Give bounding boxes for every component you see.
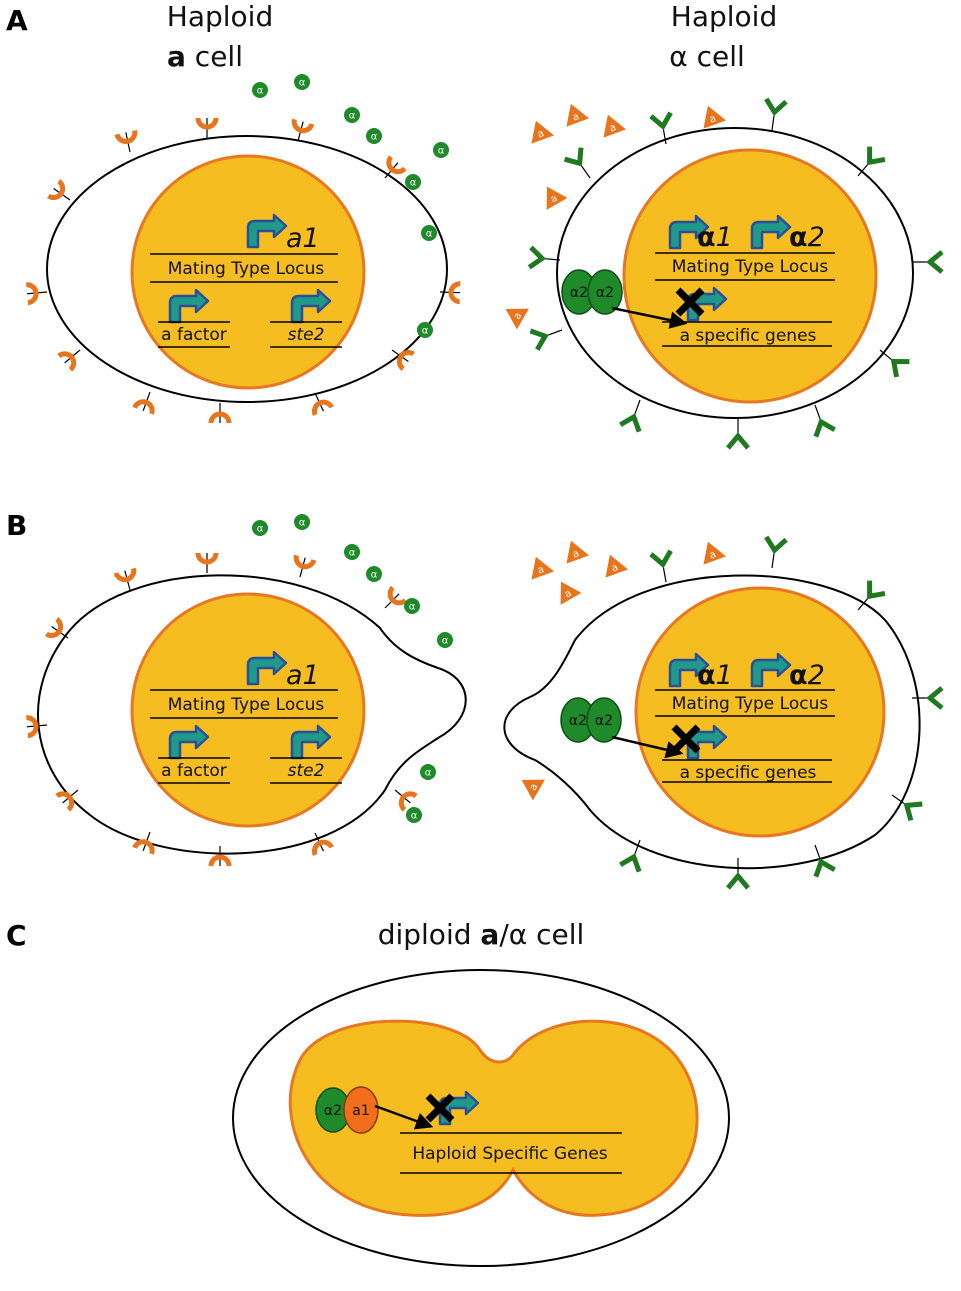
svg-text:α2: α2 — [596, 285, 614, 301]
nucleus — [622, 148, 878, 404]
svg-text:α: α — [257, 524, 264, 535]
alpha-cell-b: α1 α2 Mating Type Locus a specific genes… — [503, 537, 942, 888]
alpha-cell-title-line1: Haploid — [671, 0, 777, 33]
a-cell-a: a1 Mating Type Locus a factor ste2 — [26, 118, 460, 423]
gene-a-factor: a factor — [161, 761, 227, 781]
gene-a-factor: a factor — [161, 325, 227, 345]
panel-a: A Haploid a cell Haploid α cell — [6, 0, 942, 448]
svg-text:α2: α2 — [570, 285, 588, 301]
panel-letter-a: A — [6, 4, 28, 37]
svg-text:α: α — [257, 86, 264, 97]
mating-type-locus-label: Mating Type Locus — [672, 257, 829, 277]
svg-text:a: a — [608, 122, 618, 134]
a-cell-b: a1 Mating Type Locus a factor ste2 — [26, 553, 467, 866]
svg-text:a: a — [536, 564, 546, 576]
mating-type-locus-label: Mating Type Locus — [672, 694, 829, 714]
svg-text:a: a — [708, 549, 718, 561]
svg-text:α: α — [349, 111, 356, 122]
svg-text:α: α — [425, 768, 432, 779]
alpha-factor-molecules: α α α α α α α α — [252, 74, 449, 338]
svg-text:α: α — [411, 811, 418, 822]
a-specific-genes-label: a specific genes — [680, 763, 817, 783]
svg-text:α: α — [438, 146, 445, 157]
svg-text:a: a — [571, 111, 581, 123]
panel-b: B a1 Mating Type Locus — [6, 509, 942, 888]
svg-text:α: α — [371, 570, 378, 581]
svg-text:a: a — [549, 193, 560, 206]
svg-text:a: a — [571, 548, 581, 560]
svg-text:α: α — [422, 326, 429, 337]
repression-arrow — [374, 1104, 434, 1130]
svg-text:a: a — [563, 588, 574, 601]
svg-text:α2: α2 — [569, 713, 587, 729]
a-factor-molecules: a a a a a a — [505, 103, 727, 330]
alpha2-a1-repressor: α2 a1 — [315, 1086, 379, 1134]
svg-text:α: α — [299, 518, 306, 529]
nucleus — [634, 586, 886, 838]
mating-type-locus-label: Mating Type Locus — [168, 259, 325, 279]
mating-type-locus-label: Mating Type Locus — [168, 695, 325, 715]
svg-text:α2: α2 — [595, 713, 613, 729]
alpha-factor-molecules: α α α α α α α α — [252, 514, 453, 823]
svg-text:α: α — [442, 636, 449, 647]
svg-text:α2: α2 — [324, 1103, 342, 1119]
svg-text:α: α — [426, 229, 433, 240]
svg-text:a1: a1 — [352, 1103, 370, 1119]
alpha-cell-a: α1 α2 Mating Type Locus a specific genes… — [529, 99, 942, 448]
a-cell-title-line2: a cell — [167, 40, 243, 73]
nucleus — [130, 592, 366, 828]
repression-arrow — [611, 735, 684, 759]
svg-text:a: a — [708, 113, 718, 125]
a-cell-title-line1: Haploid — [167, 0, 273, 33]
svg-text:α: α — [299, 78, 306, 89]
svg-text:a: a — [610, 562, 620, 574]
gene-alpha2: α2 — [789, 222, 825, 253]
diploid-title: diploid a/α cell — [378, 918, 585, 951]
svg-text:α: α — [371, 132, 378, 143]
svg-text:α: α — [409, 602, 416, 613]
a-factor-molecules: a a a a a a — [521, 540, 727, 801]
dividing-nucleus — [288, 1019, 699, 1217]
svg-text:a: a — [512, 311, 525, 322]
svg-text:α: α — [349, 548, 356, 559]
gene-alpha1: α1 — [697, 222, 733, 253]
gene-a1: a1 — [286, 223, 320, 254]
svg-text:α: α — [410, 178, 417, 189]
gene-alpha2: α2 — [789, 660, 825, 691]
gene-alpha1: α1 — [697, 660, 733, 691]
gene-a1: a1 — [286, 660, 320, 691]
a-specific-genes-label: a specific genes — [680, 326, 817, 346]
svg-text:a: a — [536, 128, 546, 140]
gene-ste2: ste2 — [288, 325, 325, 345]
alpha-cell-title-line2: α cell — [669, 40, 745, 73]
panel-letter-c: C — [6, 919, 27, 952]
svg-text:a: a — [528, 782, 541, 793]
alpha2-repressor: α2 α2 — [561, 269, 623, 315]
repression-arrow — [611, 306, 688, 329]
haploid-specific-genes-label: Haploid Specific Genes — [412, 1144, 607, 1164]
panel-letter-b: B — [6, 509, 27, 542]
gene-ste2: ste2 — [288, 761, 325, 781]
alpha2-repressor: α2 α2 — [560, 697, 622, 743]
nucleus — [130, 154, 366, 390]
panel-c: C diploid a/α cell α2 a1 Haploid Specifi… — [6, 918, 730, 1267]
